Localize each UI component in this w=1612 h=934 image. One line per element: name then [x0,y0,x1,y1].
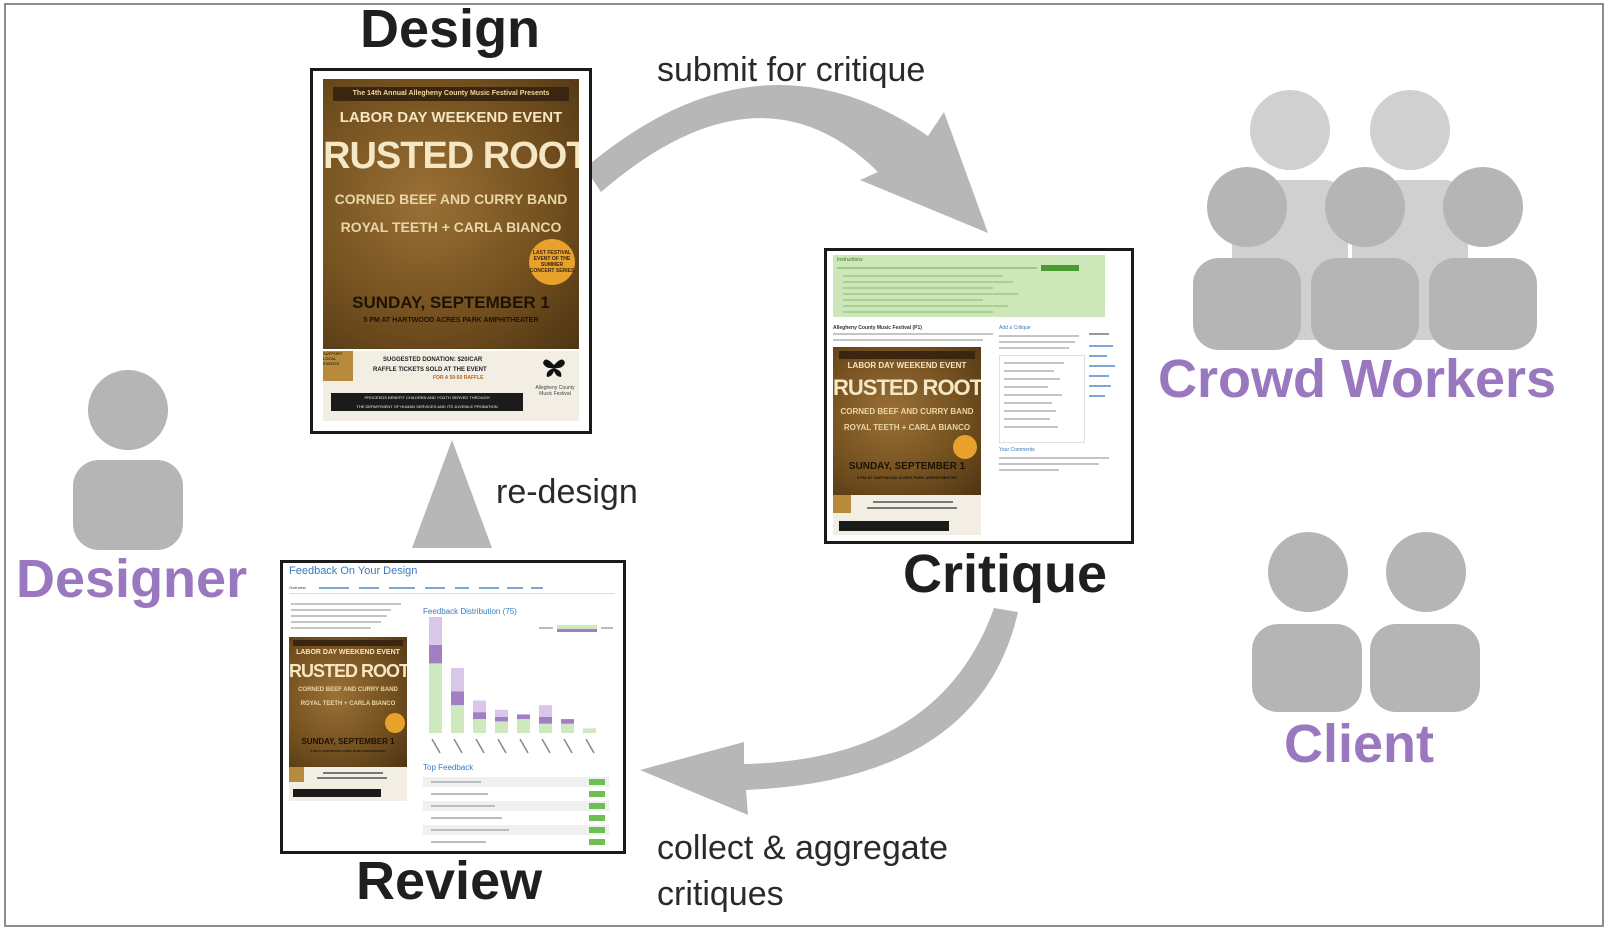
feedback-row [423,801,609,811]
bar-segment [517,714,530,720]
poster-donation: SUGGESTED DONATION: $20/CAR [383,357,483,363]
poster-support-seal: SUPPORT LOCAL EVENTS [323,351,353,381]
tick-label [563,738,573,754]
feedback-row [423,837,609,847]
bar-segment [561,723,574,733]
feedback-row [423,777,609,787]
feedback-distribution-chart [429,617,596,754]
your-comments-title: Your Comments [999,447,1035,453]
bar-segment [473,712,486,720]
add-critique-title: Add a Critique [999,325,1031,331]
poster-proceeds: PROCEEDS BENEFIT CHILDREN AND YOUTH SERV… [331,393,523,411]
critique-festival-title: Allegheny County Music Festival (P1) [833,325,922,331]
butterfly-icon [543,359,565,377]
bar-segment [429,663,442,733]
bar-segment [429,617,442,645]
distribution-title: Feedback Distribution (75) [423,607,517,616]
instructions-box: Instructions [833,255,1105,317]
review-tab-overview[interactable]: Overview [289,585,306,590]
bar-segment [451,691,464,706]
tick-label [453,738,463,754]
bar-segment [495,716,508,722]
stage-review-label: Review [356,851,543,911]
bar-segment [561,719,574,724]
bar-segment [451,705,464,733]
bar-segment [473,719,486,733]
poster-badge: LAST FESTIVAL EVENT OF THE SUMMER CONCER… [529,239,575,285]
poster-footer: SUPPORT LOCAL EVENTS SUGGESTED DONATION:… [323,351,579,421]
submit-arrow [585,85,988,233]
tick-label [519,738,529,754]
poster-raffle: RAFFLE TICKETS SOLD AT THE EVENT [373,367,487,373]
client-icon [1252,532,1480,712]
critique-poster-thumb: LABOR DAY WEEKEND EVENT RUSTED ROOT CORN… [833,347,981,495]
instructions-title: Instructions [837,257,863,263]
top-feedback-list [423,777,613,851]
redesign-arrow [412,440,492,548]
tick-label [541,738,551,754]
tick-label [475,738,485,754]
review-poster-thumb: LABOR DAY WEEKEND EVENT RUSTED ROOT CORN… [289,637,407,767]
feedback-row [423,825,609,835]
tick-label [431,738,441,754]
top-feedback-title: Top Feedback [423,763,474,772]
stage-design-label: Design [360,0,541,59]
role-crowd-workers-label: Crowd Workers [1158,349,1557,409]
bar-segment [495,721,508,733]
edge-redesign-label: re-design [496,473,638,511]
design-poster-frame: The 14th Annual Allegheny County Music F… [310,68,592,434]
critique-screen: Instructions Allegheny County Music Fest… [824,248,1134,544]
bar-segment [473,700,486,713]
poster-headliner: RUSTED ROOT [323,135,579,177]
diagram-border [4,3,1604,927]
designer-icon [73,370,183,550]
bar-segment [451,668,464,692]
stage-critique-label: Critique [903,544,1108,604]
poster-band2: CORNED BEEF AND CURRY BAND [334,191,568,207]
role-designer-label: Designer [16,549,248,609]
review-title: Feedback On Your Design [289,565,418,577]
poster-raffle2: FOR A 50-50 RAFFLE [433,375,484,381]
bar-segment [429,644,442,664]
bar-segment [539,723,552,733]
edge-collect-label: collect & aggregate [657,829,949,867]
design-poster: The 14th Annual Allegheny County Music F… [323,79,579,349]
poster-presents: The 14th Annual Allegheny County Music F… [333,87,569,101]
review-screen: Feedback On Your Design Overview LABOR D… [280,560,626,854]
bar-segment [539,716,552,724]
poster-band3: ROYAL TEETH + CARLA BIANCO [340,219,562,235]
bar-segment [583,728,596,733]
poster-venue: 5 PM AT HARTWOOD ACRES PARK AMPHITHEATER [363,317,539,324]
bar-segment [495,709,508,717]
bar-segment [539,705,552,717]
edge-submit-label: submit for critique [657,51,926,89]
collect-arrow [640,608,1018,815]
edge-collect-label-2: critiques [657,875,784,913]
tick-label [497,738,507,754]
feedback-row [423,789,609,799]
feedback-row [423,813,609,823]
poster-org: Allegheny County Music Festival [535,385,575,397]
poster-event: LABOR DAY WEEKEND EVENT [339,109,563,126]
poster-date: SUNDAY, SEPTEMBER 1 [352,293,550,312]
bar-segment [517,719,530,733]
tick-label [585,738,595,754]
role-client-label: Client [1284,714,1435,774]
